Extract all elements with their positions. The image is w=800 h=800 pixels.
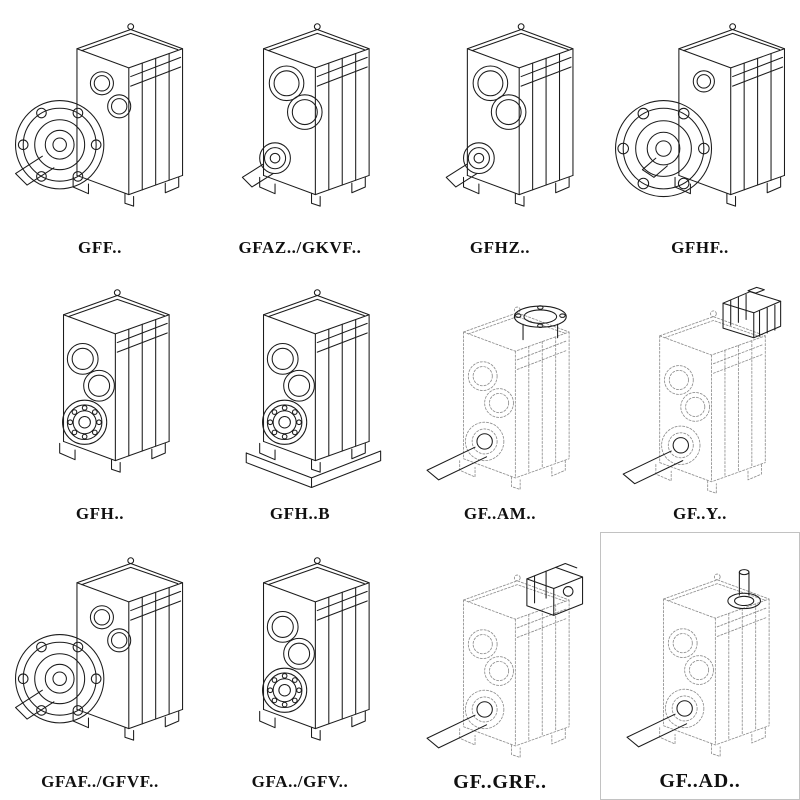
gearbox-drawing-gfh-b xyxy=(204,284,396,500)
gearbox-drawing-gfaf-gfvf xyxy=(4,552,196,768)
model-cell-gfhf: GFHF.. xyxy=(600,0,800,266)
model-label: GFHF.. xyxy=(671,238,729,257)
gearbox-drawing-gf-ad xyxy=(604,551,796,767)
model-label: GFA../GFV.. xyxy=(251,772,349,791)
model-label: GF..AM.. xyxy=(463,504,537,523)
model-label: GF..Y.. xyxy=(673,504,727,523)
model-cell-gf-y: GF..Y.. xyxy=(600,266,800,532)
model-cell-gf-am: GF..AM.. xyxy=(400,266,600,532)
model-cell-gf-ad: GF..AD.. xyxy=(600,532,800,800)
model-cell-gfh: GFH.. xyxy=(0,266,200,532)
model-label: GFH.. xyxy=(75,504,125,523)
model-label: GFH..B xyxy=(269,504,331,523)
model-cell-gfa-gfv: GFA../GFV.. xyxy=(200,532,400,800)
model-label: GF..AD.. xyxy=(659,769,741,792)
gearbox-drawing-gfhf xyxy=(604,18,796,234)
model-label: GFAF../GFVF.. xyxy=(41,772,159,791)
gearbox-drawing-gff xyxy=(4,18,196,234)
gearbox-drawing-gfhz xyxy=(404,18,596,234)
model-cell-gf-grf: GF..GRF.. xyxy=(400,532,600,800)
gearbox-drawing-gf-grf xyxy=(404,552,596,768)
model-cell-gff: GFF.. xyxy=(0,0,200,266)
gearbox-drawing-gfa-gfv xyxy=(204,552,396,768)
gearbox-drawing-gfh xyxy=(4,284,196,500)
model-cell-gfaz-gkvf: GFAZ../GKVF.. xyxy=(200,0,400,266)
model-label: GF..GRF.. xyxy=(453,770,547,793)
model-label: GFF.. xyxy=(78,238,122,257)
gearbox-drawing-gfaz-gkvf xyxy=(204,18,396,234)
model-cell-gfaf-gfvf: GFAF../GFVF.. xyxy=(0,532,200,800)
model-cell-gfhz: GFHZ.. xyxy=(400,0,600,266)
model-label: GFHZ.. xyxy=(469,238,531,257)
gearbox-drawing-gf-y xyxy=(604,284,796,500)
gearbox-drawing-gf-am xyxy=(404,284,596,500)
model-cell-gfh-b: GFH..B xyxy=(200,266,400,532)
model-label: GFAZ../GKVF.. xyxy=(238,238,362,257)
